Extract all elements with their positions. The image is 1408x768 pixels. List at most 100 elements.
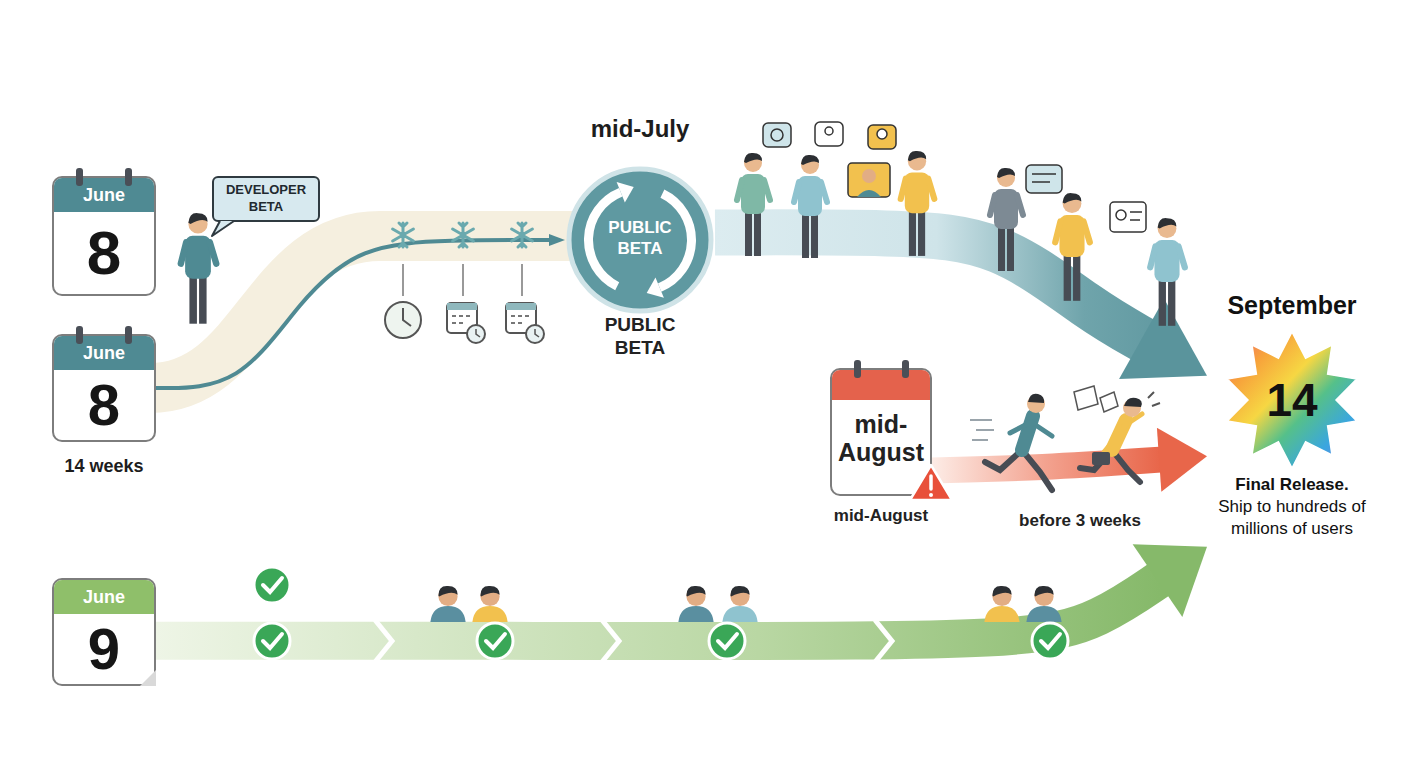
sparkle-icon <box>393 223 414 247</box>
check-mark <box>718 634 737 648</box>
calendar-ring <box>125 326 132 344</box>
chevron-divider <box>375 620 392 662</box>
running-people <box>970 420 994 440</box>
node-text: Final Release. <box>1207 474 1377 496</box>
connector-group <box>156 234 565 388</box>
arrow-head <box>1133 544 1207 617</box>
person-bust <box>984 586 1019 622</box>
running-people <box>1148 392 1160 406</box>
beta-tester-group <box>868 125 896 149</box>
page-curl <box>140 670 156 686</box>
person-figure <box>737 153 770 256</box>
calendar-ring <box>76 168 909 378</box>
chevron-divider <box>602 620 619 662</box>
deadline-calendar: mid-Augustmid-August <box>830 368 932 496</box>
node-text: June <box>54 580 154 614</box>
person-bust <box>472 586 507 622</box>
reviewer-bust <box>430 586 1061 622</box>
calendar-ring <box>76 326 83 344</box>
cycle-arrow-head <box>617 182 634 202</box>
arrow-head <box>1119 299 1207 379</box>
arrow-head <box>1157 428 1207 492</box>
running-people <box>1104 414 1142 452</box>
duration-label: 14 weeks <box>44 455 164 477</box>
running-people <box>1074 386 1098 410</box>
person-bust <box>430 586 465 622</box>
clock-icon <box>385 302 421 338</box>
person-figure <box>901 151 935 256</box>
beta-tester-group <box>862 169 876 183</box>
node-text: 14 <box>1222 330 1362 470</box>
check-mark <box>1041 634 1060 648</box>
deadline-arrow <box>932 459 1164 470</box>
running-people <box>1123 399 1141 417</box>
connector-group <box>156 544 1207 641</box>
beta-tester-group <box>771 129 783 141</box>
calendar-date: June9 <box>52 578 156 686</box>
node-text: DEVELOPER BETA <box>214 181 318 215</box>
check-mark <box>254 567 290 603</box>
warning-icon <box>929 493 933 497</box>
circle-outline <box>569 169 711 311</box>
person-figure <box>1150 218 1185 326</box>
check-mark <box>477 623 513 659</box>
check-mark <box>709 623 745 659</box>
calendar-clock-icon <box>535 329 539 337</box>
connector-group <box>715 232 1207 379</box>
calendar-date: June8 <box>52 176 156 296</box>
person-figure <box>794 155 827 258</box>
clock-icon <box>403 308 411 326</box>
milestone-icon <box>402 264 404 296</box>
calendar-clock-icon <box>467 325 485 343</box>
node-text: September <box>1207 290 1377 320</box>
chevron-divider <box>375 620 892 662</box>
calendar-ring <box>125 168 132 186</box>
calendar-clock-icon <box>506 303 536 310</box>
release-star: September14Final Release.Ship to hundred… <box>1207 290 1377 552</box>
running-people <box>1010 422 1052 436</box>
node-text: 8 <box>54 212 154 294</box>
running-people <box>1027 395 1045 413</box>
beta-tester-group <box>815 122 843 146</box>
star-shape <box>1222 330 1362 470</box>
calendar-header <box>54 178 154 212</box>
star-outline <box>1227 332 1356 468</box>
beta-tester-group <box>825 127 833 135</box>
milestone-icon <box>393 223 533 296</box>
check-mark <box>1032 623 1068 659</box>
public-beta-arrow <box>715 232 1148 342</box>
running-people <box>1028 394 1044 403</box>
beta-tester-group <box>763 123 791 147</box>
running-people <box>985 450 1052 490</box>
warning-icon <box>929 476 933 489</box>
calendar-date: June8 <box>52 334 156 442</box>
user-group <box>1110 202 1146 232</box>
cycle-arrow <box>658 190 696 292</box>
edge-label: before 3 weeks <box>1000 510 1160 532</box>
node-text: PUBLIC BETA <box>580 313 700 359</box>
running-people <box>1112 420 1126 450</box>
calendar-clock-icon <box>506 303 536 333</box>
cycle-arrow <box>584 188 622 290</box>
person-bust <box>722 586 757 622</box>
progress-arrow <box>156 577 1162 641</box>
calendar-ring <box>902 360 909 378</box>
calendar-clock-icon <box>476 329 480 337</box>
node-text: 9 <box>54 614 154 684</box>
sparkle-icon <box>453 223 474 247</box>
person-figure <box>1055 193 1090 301</box>
person-bust <box>1026 586 1061 622</box>
check-mark <box>254 623 290 659</box>
person-bust <box>678 586 713 622</box>
speech-bubble: DEVELOPER BETA <box>212 176 320 222</box>
cycle-arrow-head <box>647 277 664 297</box>
node-text: June <box>54 178 154 212</box>
running-people <box>1022 416 1033 450</box>
beta-tester-group <box>857 190 881 197</box>
user-group <box>990 165 1185 326</box>
